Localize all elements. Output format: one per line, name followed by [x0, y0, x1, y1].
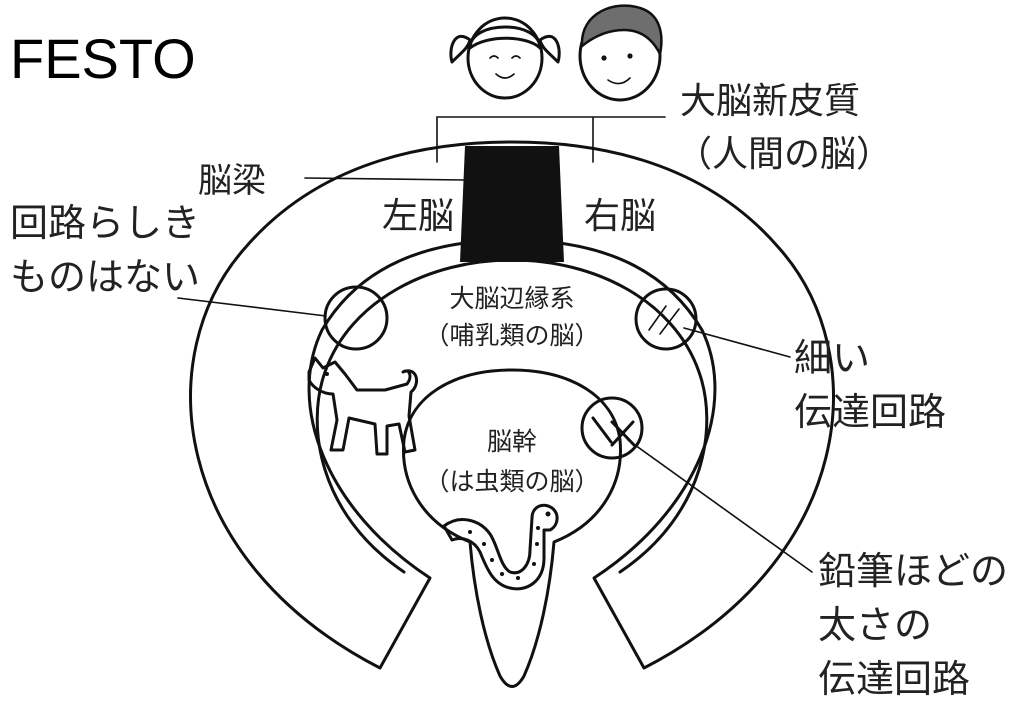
thin-circuit-label-line2: 伝達回路	[794, 390, 946, 434]
corpus-callosum-bar	[460, 146, 564, 262]
neocortex-label-line1: 大脳新皮質	[680, 81, 860, 122]
no-circuit-circle	[323, 285, 389, 351]
thick-circuit-label-line1: 鉛筆ほどの	[818, 549, 1008, 593]
boy-face-icon	[578, 4, 663, 102]
brand-logo-text: FESTO	[10, 27, 196, 90]
thick-circuit-label-line3: 伝達回路	[818, 657, 970, 701]
neocortex-ring	[189, 140, 835, 670]
no-circuit-pointer	[177, 297, 327, 317]
no-circuit-label-line1: 回路らしき	[10, 201, 200, 245]
limbic-label-line1: 大脳辺縁系	[449, 284, 574, 313]
left-brain-label: 左脳	[382, 196, 454, 237]
thin-circuit-label-line1: 細い	[794, 336, 870, 380]
girl-face-icon	[449, 16, 561, 100]
brainstem-shape	[402, 368, 622, 688]
neocortex-bracket	[436, 116, 666, 163]
thick-circuit-label-line2: 太さの	[818, 603, 932, 647]
brainstem-label-line2: （は虫類の脳）	[424, 467, 599, 496]
brainstem-label-line1: 脳幹	[487, 427, 537, 456]
no-circuit-label-line2: ものはない	[10, 255, 200, 299]
thick-circuit-circle	[580, 396, 644, 460]
neocortex-label-line2: （人間の脳）	[676, 134, 892, 175]
corpus-callosum-label: 脳梁	[198, 161, 266, 201]
dog-icon	[307, 356, 419, 456]
thick-circuit-pointer	[627, 439, 813, 573]
boy-hair	[580, 4, 663, 58]
thin-circuit-circle	[634, 287, 698, 351]
right-brain-label: 右脳	[584, 196, 656, 237]
thin-circuit-pointer	[683, 327, 791, 358]
corpus-callosum-pointer	[304, 177, 466, 181]
limbic-label-line2: （哺乳類の脳）	[424, 321, 599, 350]
snake-icon	[442, 503, 559, 591]
